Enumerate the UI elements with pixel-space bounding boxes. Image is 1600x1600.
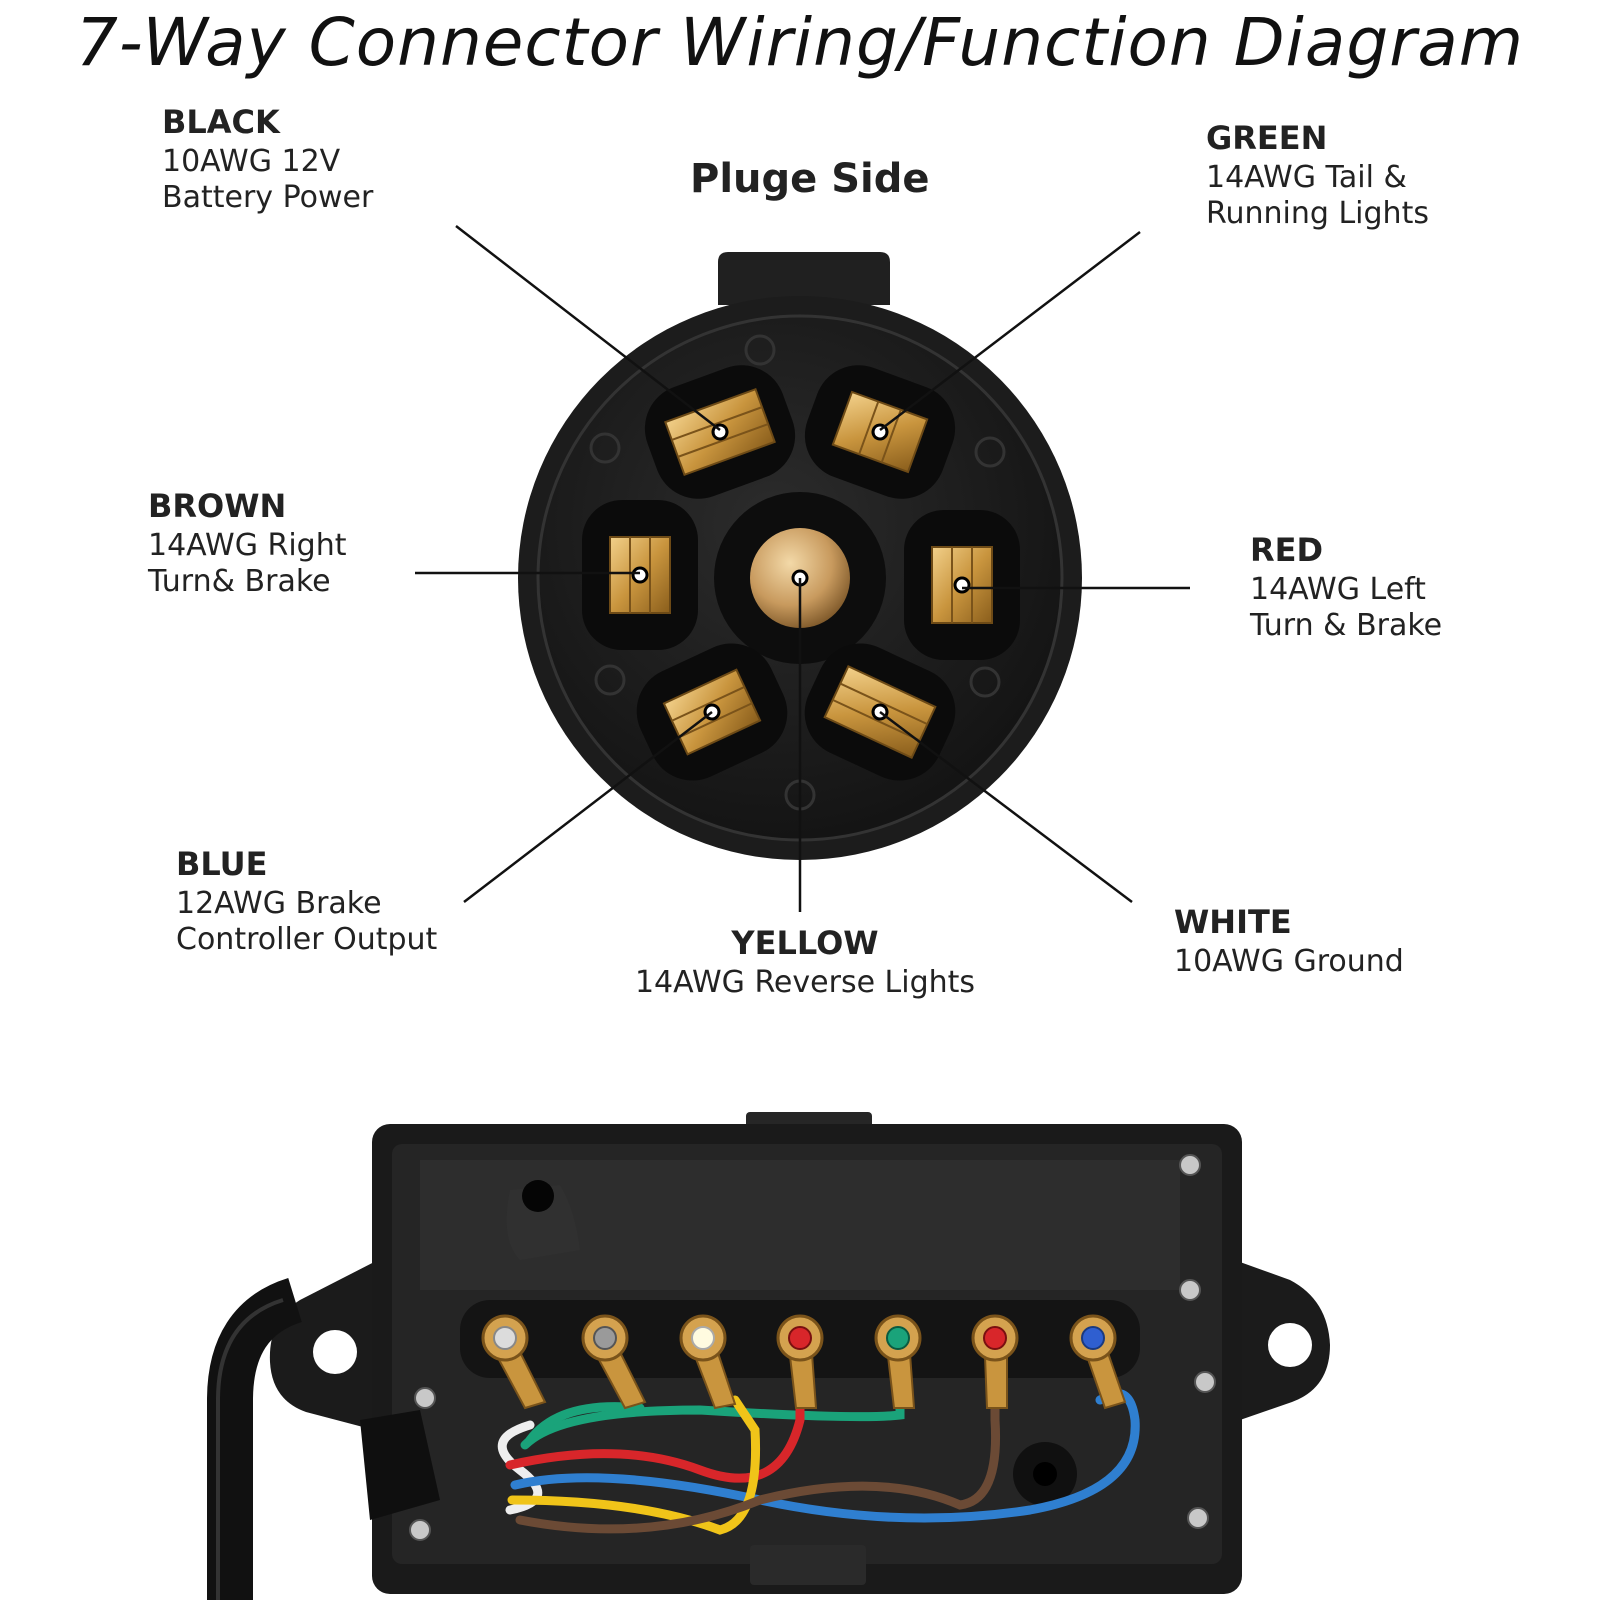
pocket-brown — [582, 500, 698, 650]
label-blue-name: BLUE — [176, 845, 268, 883]
wire-green2 — [525, 1402, 645, 1445]
terminal-5 — [874, 1314, 922, 1409]
label-yellow-name: YELLOW — [731, 924, 879, 962]
leader-green — [879, 231, 1141, 431]
incoming-cable — [207, 1278, 303, 1600]
label-green-spec: 14AWG Tail & Running Lights — [1206, 160, 1429, 231]
label-black-name: BLACK — [162, 103, 280, 141]
leader-black — [455, 225, 721, 431]
wire-yellow — [507, 1395, 761, 1535]
wire-red — [505, 1395, 805, 1483]
cable-entry — [360, 1410, 440, 1520]
screw-icon — [414, 1387, 436, 1409]
screw-icon — [1194, 1371, 1216, 1393]
label-white-name: WHITE — [1174, 903, 1292, 941]
label-red-spec: 14AWG Left Turn & Brake — [1250, 572, 1443, 643]
leader-lines — [415, 225, 1190, 912]
label-brown: BROWN 14AWG Right Turn& Brake — [148, 488, 347, 600]
screw-icon — [1179, 1154, 1201, 1176]
label-red-name: RED — [1250, 531, 1324, 569]
terminal-4 — [776, 1314, 824, 1409]
pocket-red — [904, 510, 1020, 660]
label-brown-name: BROWN — [148, 487, 287, 525]
label-black-spec: 10AWG 12V Battery Power — [162, 144, 374, 215]
label-green: GREEN 14AWG Tail & Running Lights — [1206, 120, 1429, 232]
wire-blue — [510, 1388, 1140, 1523]
bottom-latch — [750, 1545, 866, 1585]
label-white-spec: 10AWG Ground — [1174, 944, 1404, 979]
wire-brown — [515, 1395, 1001, 1534]
terminal-3 — [679, 1314, 737, 1410]
terminal-6 — [971, 1314, 1019, 1409]
screw-icon — [1179, 1279, 1201, 1301]
label-blue-spec: 12AWG Brake Controller Output — [176, 886, 438, 957]
label-white: WHITE 10AWG Ground — [1174, 904, 1404, 980]
wire-green — [520, 1395, 905, 1450]
screw-icon — [409, 1519, 431, 1541]
leader-blue — [463, 711, 713, 903]
label-yellow: YELLOW 14AWG Reverse Lights — [620, 925, 990, 1001]
terminal-1 — [481, 1314, 547, 1410]
junction-wires — [497, 1388, 1140, 1535]
terminal-7 — [1069, 1314, 1127, 1410]
label-yellow-spec: 14AWG Reverse Lights — [634, 965, 976, 1000]
label-brown-spec: 14AWG Right Turn& Brake — [148, 528, 347, 599]
label-black: BLACK 10AWG 12V Battery Power — [162, 104, 373, 216]
label-green-name: GREEN — [1206, 119, 1328, 157]
label-red: RED 14AWG Left Turn & Brake — [1250, 532, 1442, 644]
leader-white — [879, 711, 1133, 903]
diagram-title: 7-Way Connector Wiring/Function Diagram — [75, 4, 1525, 81]
terminal-2 — [581, 1314, 647, 1410]
plug-top-tab — [718, 252, 890, 305]
screw-icon — [1187, 1507, 1209, 1529]
terminals — [481, 1314, 1127, 1410]
label-blue: BLUE 12AWG Brake Controller Output — [176, 846, 437, 958]
plug-side-label: Pluge Side — [690, 156, 930, 202]
